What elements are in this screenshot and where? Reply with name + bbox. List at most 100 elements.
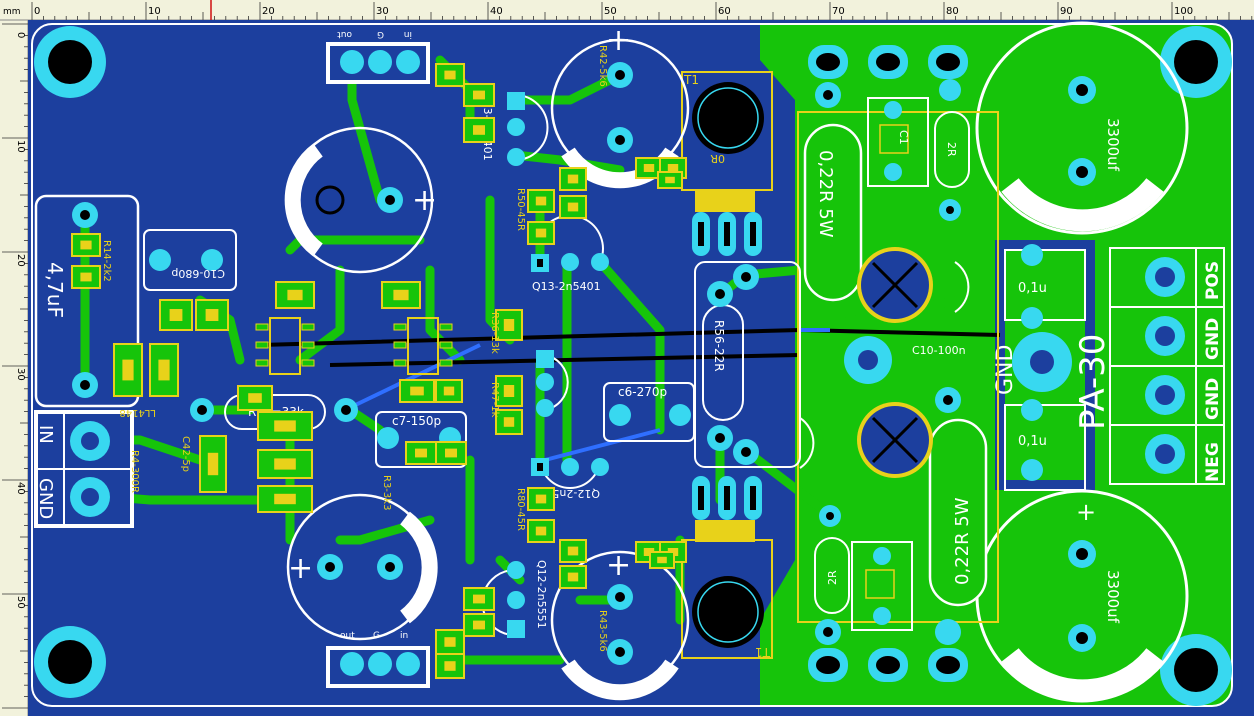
- pin-in-label: in: [400, 631, 408, 641]
- smd-pad[interactable]: [113, 343, 143, 397]
- smd-components[interactable]: [71, 63, 687, 679]
- terminal-label-gnd1: GND: [1203, 318, 1223, 360]
- r47-label: R47-1k: [489, 382, 500, 418]
- pin-out-label: out: [340, 631, 355, 641]
- r43-label: R43-5k6: [597, 610, 608, 652]
- c6-label: c6-270p: [618, 385, 667, 399]
- r3-label: R3-3k3: [381, 475, 392, 510]
- electrolytic-cap-bottom-centre[interactable]: +: [550, 548, 690, 701]
- smd-marking: [567, 572, 579, 582]
- x-tick-label: 10: [148, 6, 161, 17]
- x-tick-label: 20: [262, 6, 275, 17]
- resistor-r56[interactable]: R56-22R: [694, 261, 801, 468]
- cap-0u1-bottom[interactable]: 0,1u: [1004, 399, 1086, 491]
- smd-marking: [503, 319, 515, 331]
- resistor-2r-bottom[interactable]: 2R: [814, 505, 850, 614]
- power-resistor-bottom[interactable]: 0,22R 5W: [928, 418, 988, 607]
- smd-marking: [415, 448, 427, 458]
- driver-transistor-t1-bottom[interactable]: T1: [681, 476, 773, 659]
- terminal-label-in: IN: [35, 425, 56, 444]
- ic-pin: [301, 359, 315, 367]
- smd-pad[interactable]: [149, 343, 179, 397]
- vertical-ruler: [0, 0, 28, 716]
- smd-marking: [410, 386, 424, 396]
- cap-0u1-top[interactable]: 0,1u: [1004, 244, 1086, 329]
- horizontal-ruler: [0, 0, 1254, 20]
- header-bottom[interactable]: out G in: [326, 631, 430, 688]
- diode-label: LL4148: [119, 407, 156, 418]
- x-tick-label: 30: [376, 6, 389, 17]
- smd-marking: [657, 556, 667, 564]
- header-top[interactable]: out G in: [326, 29, 430, 84]
- smd-marking: [274, 420, 296, 432]
- c7-label: c7-150p: [392, 414, 441, 428]
- cap-value-label: 3300uf: [1104, 570, 1122, 624]
- electrolytic-cap-left-top[interactable]: +: [284, 126, 437, 274]
- board-outline: [31, 23, 1233, 707]
- driver-transistor-t1-top[interactable]: T1 0R: [681, 71, 773, 256]
- cap-c10-pad[interactable]: C10-100n: [844, 336, 966, 413]
- q13-label: Q13-2n5401: [532, 280, 601, 293]
- smd-marking: [473, 125, 485, 135]
- y-tick-label: 30: [15, 368, 26, 381]
- input-terminal-block[interactable]: IN GND: [34, 410, 134, 528]
- smd-marking: [473, 90, 485, 100]
- r5w-bottom-label: 0,22R 5W: [952, 497, 973, 585]
- smd-marking: [535, 494, 547, 504]
- r50-label: R50-45R: [515, 188, 526, 231]
- pin-out-label: out: [337, 29, 352, 39]
- star-ground-pad[interactable]: [1012, 332, 1072, 392]
- r36-label: R36-13k: [489, 312, 500, 354]
- resistor-2r-top[interactable]: 2R: [934, 79, 970, 221]
- smd-marking: [122, 359, 134, 381]
- r2-top-label: 2R: [945, 142, 958, 157]
- x-tick-label: 50: [604, 6, 617, 17]
- cap-c1-top[interactable]: C1: [867, 97, 929, 187]
- r2-bottom-label: 2R: [826, 570, 839, 585]
- x-tick-label: 80: [946, 6, 959, 17]
- film-cap-4u7[interactable]: 4,7uF: [34, 194, 140, 408]
- cap-c10-680p[interactable]: C10-680p: [143, 229, 237, 291]
- terminal-label-pos: POS: [1203, 261, 1223, 300]
- x-tick-label: 40: [490, 6, 503, 17]
- output-transistor-mount-top[interactable]: [857, 247, 970, 323]
- cap-c6[interactable]: c6-270p: [603, 382, 695, 442]
- ic-pin: [439, 341, 453, 349]
- power-pads-bottom[interactable]: [808, 619, 968, 682]
- smd-marking: [535, 196, 547, 206]
- smd-marking: [287, 289, 303, 301]
- smd-marking: [80, 240, 92, 250]
- transistor-q13-rot[interactable]: Q13-2n5401: [481, 92, 549, 166]
- electrolytic-cap-left-bottom[interactable]: +: [286, 493, 438, 641]
- pin-g-label: G: [377, 29, 384, 39]
- smd-marking: [207, 452, 219, 476]
- smd-marking: [473, 594, 485, 604]
- x-tick-label: 0: [34, 6, 40, 17]
- output-transistor-mount-bottom[interactable]: [799, 402, 933, 478]
- smd-marking: [567, 546, 579, 556]
- capacitor-3300uf-top[interactable]: 3300uf: [975, 21, 1189, 235]
- transistor-q-mid-small[interactable]: [536, 350, 569, 417]
- power-pads-top[interactable]: [808, 45, 968, 108]
- ic-footprint[interactable]: [407, 317, 439, 375]
- svg-text:+: +: [606, 548, 631, 583]
- smd-marking: [535, 526, 547, 536]
- smd-marking: [503, 417, 515, 427]
- board-title: PA-30: [1073, 334, 1113, 430]
- blue-traces: [344, 328, 830, 462]
- svg-text:+: +: [288, 551, 313, 586]
- output-terminal-block[interactable]: POS GND GND NEG: [1109, 247, 1225, 485]
- y-tick-label: 10: [15, 140, 26, 153]
- c1-label: C1: [897, 130, 910, 145]
- r56-label: R56-22R: [712, 320, 726, 372]
- cap-c1-bottom[interactable]: [851, 541, 913, 631]
- smd-marking: [535, 228, 547, 238]
- smd-marking: [473, 620, 485, 630]
- c42-label: C42-5p: [180, 436, 191, 472]
- c10-label: C10-100n: [912, 344, 966, 357]
- r-ohm-label: 0R: [710, 152, 725, 165]
- terminal-label-gnd: GND: [35, 478, 56, 519]
- ic-footprint[interactable]: [269, 317, 301, 375]
